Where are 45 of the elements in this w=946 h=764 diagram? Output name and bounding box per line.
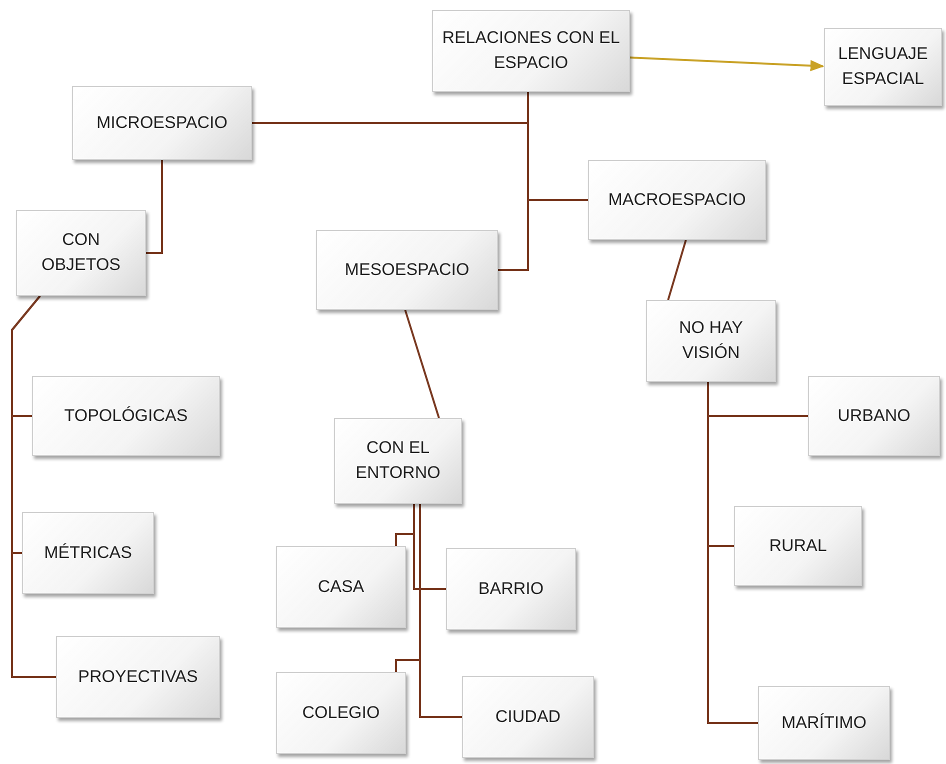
concept-text: CIUDAD (495, 706, 561, 728)
concept-text: BARRIO (478, 578, 544, 600)
concept-box (824, 28, 942, 106)
connector-line (667, 240, 687, 300)
concept-box (588, 160, 766, 240)
concept-box (72, 86, 252, 160)
concept-text: MÉTRICAS (44, 542, 132, 564)
concept-box (334, 418, 462, 504)
concept-text: PROYECTIVAS (78, 666, 198, 688)
concept-box (16, 210, 146, 296)
concept-text: RELACIONES CON EL ESPACIO (441, 27, 621, 74)
concept-box (758, 686, 890, 760)
concept-text: TOPOLÓGICAS (64, 404, 188, 427)
concept-box (734, 506, 862, 586)
concept-box (646, 300, 776, 382)
concept-text: CON EL ENTORNO (354, 437, 442, 484)
concept-box (276, 546, 406, 628)
concept-text: MESOESPACIO (344, 258, 470, 281)
connector-line (11, 295, 56, 678)
concept-box (446, 548, 576, 630)
concept-box (808, 376, 940, 456)
connector-line (419, 504, 462, 718)
concept-text: CON OBJETOS (40, 229, 122, 276)
concept-box (32, 376, 220, 456)
concept-box (22, 512, 154, 594)
concept-text: MACROESPACIO (608, 188, 746, 211)
concept-text: RURAL (769, 534, 827, 557)
concept-box (432, 10, 630, 92)
concept-text: MARÍTIMO (782, 712, 866, 734)
concept-text: MICROESPACIO (96, 112, 228, 134)
connector-line (404, 310, 440, 418)
arrow (630, 56, 824, 72)
concept-text: NO HAY VISIÓN (678, 317, 744, 364)
concept-text: COLEGIO (302, 702, 380, 724)
concept-box (462, 676, 594, 758)
connector-line (413, 504, 446, 590)
connector-line (707, 382, 758, 724)
concept-text: CASA (318, 576, 364, 598)
concept-text: LENGUAJE ESPACIAL (837, 43, 929, 90)
concept-box (56, 636, 220, 718)
connector-line (498, 92, 529, 271)
connector-line (146, 160, 163, 254)
concept-box (276, 672, 406, 754)
concept-box (316, 230, 498, 310)
concept-text: URBANO (838, 404, 910, 427)
